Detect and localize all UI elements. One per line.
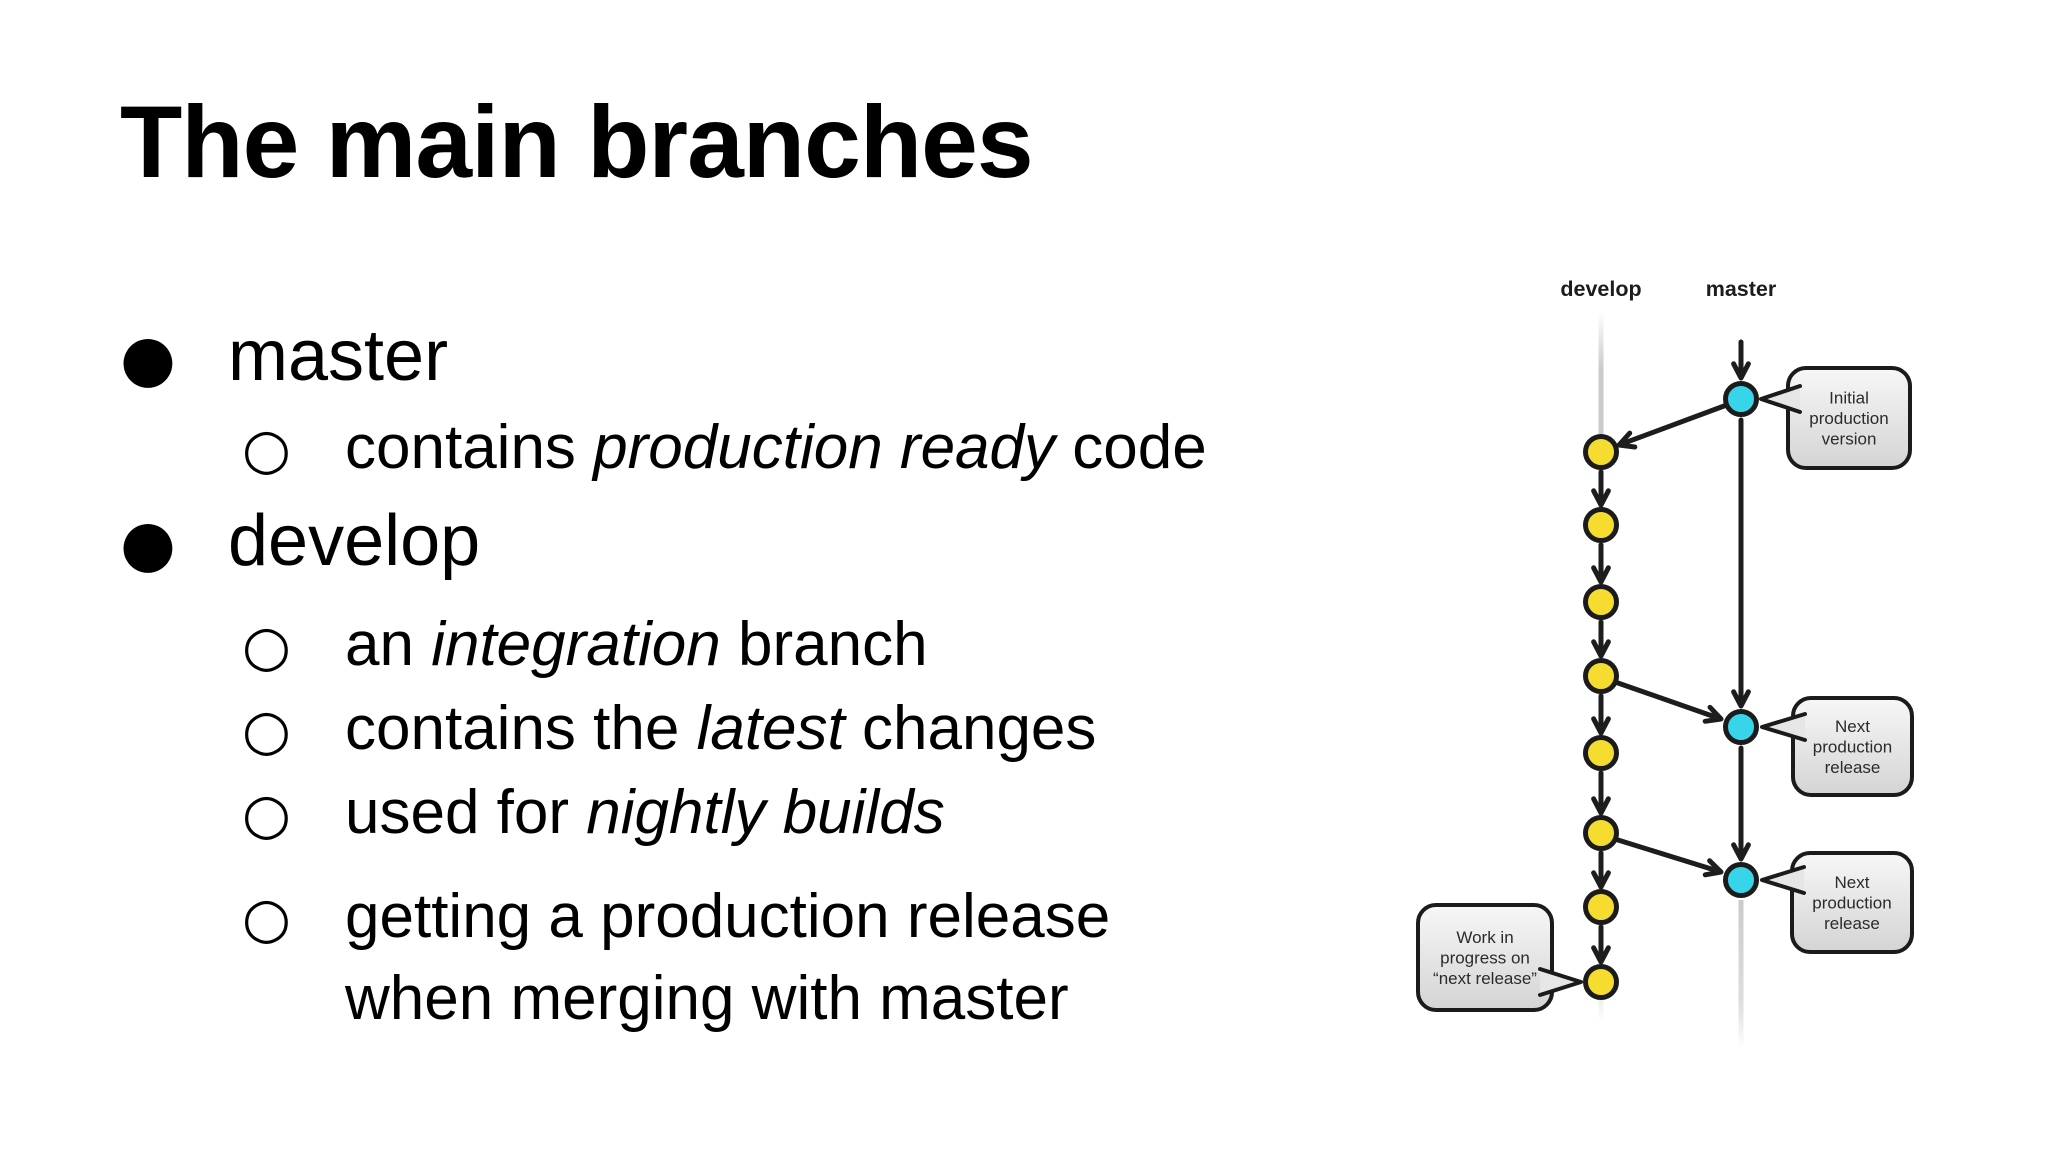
bullet-disc-icon: ● (120, 507, 176, 581)
bullet-item: ● develop (120, 501, 1260, 584)
callout-tail-icon (1759, 384, 1802, 414)
develop-commit-1 (1583, 434, 1619, 470)
arrowhead-icon (1702, 704, 1724, 724)
develop-commit-2 (1583, 507, 1619, 543)
callout-box (1791, 696, 1914, 797)
callout-box (1416, 903, 1554, 1012)
bullet-circle-icon: ○ (242, 782, 291, 847)
bullet-circle-icon: ○ (242, 886, 291, 951)
bullet-text: an integration branch (345, 610, 928, 679)
bullet-item: ○ used for nightly builds (242, 772, 1260, 856)
master-commit-2 (1723, 709, 1759, 745)
branch-off-arrow (1623, 403, 1727, 445)
callout-box (1786, 366, 1912, 470)
arrowhead-icon (1702, 858, 1724, 878)
develop-commit-8 (1583, 964, 1619, 1000)
develop-commit-3 (1583, 584, 1619, 620)
bullet-text: contains production ready code (345, 413, 1207, 482)
bullet-list: ● master ○ contains production ready code ● d… (120, 316, 1260, 1040)
arrowhead-icon (1591, 488, 1611, 508)
bullet-circle-icon: ○ (242, 614, 291, 679)
arrowhead-icon (1591, 796, 1611, 816)
develop-commit-6 (1583, 815, 1619, 851)
bullet-item: ● master (120, 316, 1260, 399)
merge-arrow (1615, 837, 1716, 873)
bullet-text: used for nightly builds (345, 778, 945, 847)
callout-box (1790, 851, 1914, 954)
branch-label-master: master (1706, 277, 1777, 301)
arrowhead-icon (1731, 361, 1751, 381)
develop-commit-7 (1583, 889, 1619, 925)
slide-title: The main branches (120, 85, 1034, 199)
arrowhead-icon (1591, 716, 1611, 736)
arrowhead-icon (1591, 639, 1611, 659)
arrowhead-icon (1616, 430, 1638, 450)
arrowhead-icon (1731, 689, 1751, 709)
master-commit-1 (1723, 381, 1759, 417)
branch-label-develop: develop (1560, 277, 1641, 301)
bullet-text: contains the latest changes (345, 694, 1097, 763)
bullet-text: develop (228, 501, 481, 581)
bullet-text: getting a production release when mergin… (345, 882, 1111, 1033)
arrowhead-icon (1731, 842, 1751, 862)
master-commit-3 (1723, 862, 1759, 898)
bullet-item: ○ getting a production release when mergi… (242, 876, 1260, 1040)
bullet-item: ○ contains production ready code (242, 407, 1260, 491)
callout-tail-icon (1760, 712, 1807, 742)
bullet-circle-icon: ○ (242, 417, 291, 482)
callout-tail-icon (1538, 967, 1583, 997)
arrowhead-icon (1591, 870, 1611, 890)
arrowhead-icon (1591, 565, 1611, 585)
develop-commit-5 (1583, 735, 1619, 771)
develop-commit-4 (1583, 658, 1619, 694)
bullet-circle-icon: ○ (242, 698, 291, 763)
merge-arrow (1615, 680, 1716, 719)
arrowhead-icon (1591, 945, 1611, 965)
bullet-text: master (228, 316, 449, 396)
callout-tail-icon (1760, 865, 1806, 895)
bullet-disc-icon: ● (120, 322, 176, 396)
bullet-item: ○ contains the latest changes (242, 688, 1260, 772)
bullet-item: ○ an integration branch (242, 604, 1260, 688)
